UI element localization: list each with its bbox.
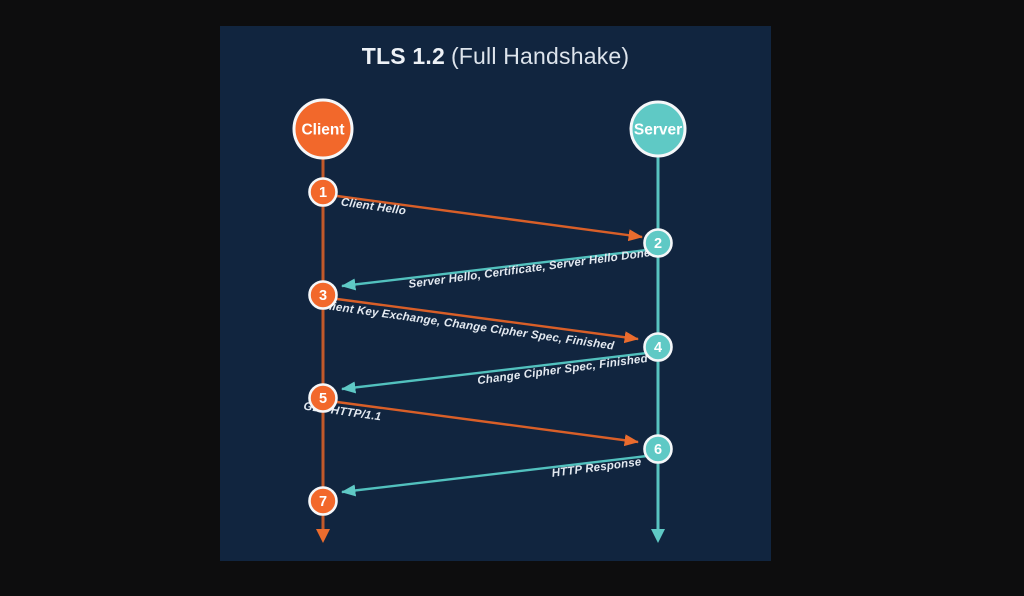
- step-circle-5: [308, 383, 338, 413]
- message-label-client-hello: Client Hello: [340, 197, 407, 218]
- step-number-7: 7: [319, 494, 327, 510]
- server-actor-label: Server: [634, 122, 682, 139]
- step-number-3: 3: [319, 288, 327, 304]
- step-number-4: 4: [654, 340, 662, 356]
- step-circle-2: [643, 228, 673, 258]
- message-arrow-get-http: [336, 400, 639, 447]
- client-actor-circle: [292, 98, 354, 160]
- client-actor-label: Client: [301, 122, 344, 139]
- diagram-panel: TLS 1.2(Full Handshake): [220, 26, 771, 561]
- message-arrow-change-cipher-spec: [341, 351, 648, 394]
- diagram-title: TLS 1.2(Full Handshake): [220, 43, 771, 70]
- title-protocol: TLS 1.2: [361, 43, 445, 69]
- server-actor-circle: [629, 100, 687, 158]
- step-circle-7: [308, 486, 338, 516]
- step-circle-1: [308, 177, 338, 207]
- message-arrow-server-hello: [341, 248, 648, 291]
- message-label-client-key-exchange: Client Key Exchange, Change Cipher Spec,…: [320, 299, 616, 352]
- message-arrow-client-hello: [336, 194, 643, 242]
- server-lifeline-arrow-icon: [651, 529, 665, 543]
- step-number-6: 6: [654, 442, 662, 458]
- step-number-1: 1: [319, 185, 327, 201]
- step-circle-4: [643, 332, 673, 362]
- message-arrow-http-response: [341, 454, 648, 497]
- message-arrow-client-key-exchange: [336, 297, 639, 344]
- step-circle-3: [308, 280, 338, 310]
- step-number-2: 2: [654, 236, 662, 252]
- message-label-server-hello: Server Hello, Certificate, Server Hello …: [408, 247, 652, 291]
- step-circle-6: [643, 434, 673, 464]
- message-label-http-response: HTTP Response: [551, 456, 643, 480]
- step-number-5: 5: [319, 391, 327, 407]
- client-lifeline-arrow-icon: [316, 529, 330, 543]
- sequence-diagram: Client Hello Server Hello, Certificate, …: [292, 98, 687, 543]
- title-subtitle: (Full Handshake): [450, 43, 630, 69]
